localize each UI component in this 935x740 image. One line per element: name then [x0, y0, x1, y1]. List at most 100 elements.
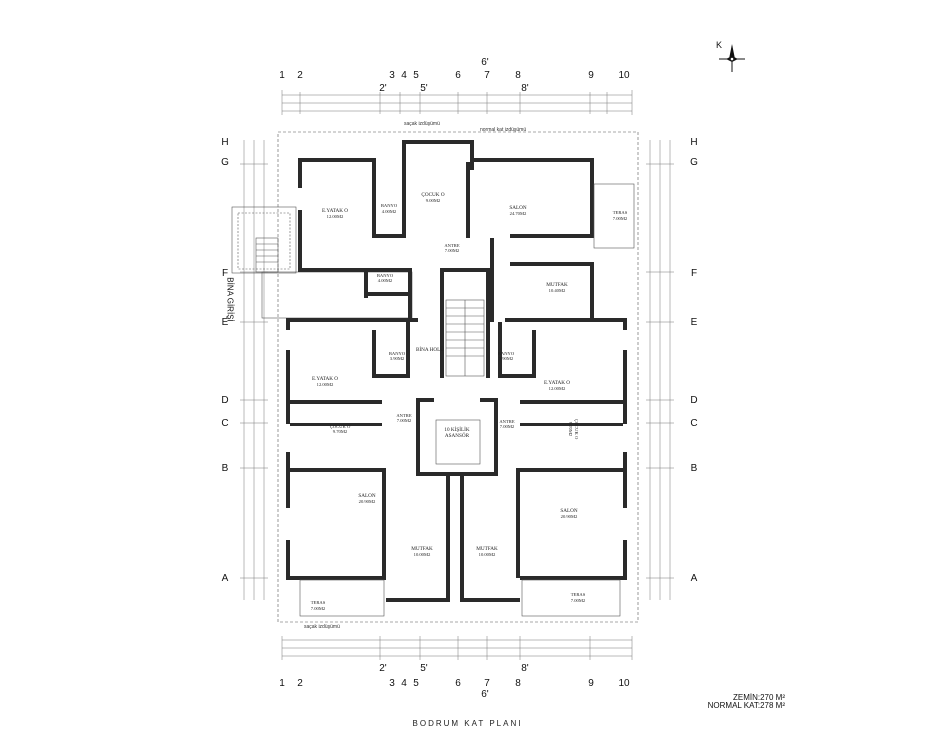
- grid-col-label: 3: [389, 70, 395, 81]
- terrace-top: [593, 183, 635, 249]
- room-area: 20.90M2: [561, 514, 578, 519]
- entrance-canopy: [231, 206, 413, 319]
- grid-rows-left: H G F E D C B A: [221, 137, 229, 584]
- grid-col-label: 6: [455, 70, 461, 81]
- room-area: 20.90M2: [359, 499, 376, 504]
- room-name: TERAS: [613, 210, 628, 215]
- room-name: BİNA HOLÜ: [416, 346, 444, 353]
- room-name: ÇOCUK O: [330, 424, 351, 429]
- room-name: SALON: [509, 205, 527, 211]
- grid-rows-right: H G F E D C B A: [690, 137, 698, 584]
- grid-col-label: 4: [401, 70, 407, 81]
- staircase: [445, 299, 485, 377]
- room-name: 10 KİŞİLİK: [444, 426, 469, 433]
- room-name: BANYO: [377, 273, 394, 278]
- grid-col-label: 6': [481, 689, 489, 700]
- room-area: 7.00M2: [571, 598, 586, 603]
- room-name: ÇOCUK O: [421, 192, 444, 198]
- grid-col-label: 8: [515, 678, 521, 689]
- grid-row-label: C: [690, 418, 697, 429]
- grid-row-label: G: [221, 157, 229, 168]
- grid-col-label: 2': [379, 663, 387, 674]
- grid-row-label: E: [222, 317, 229, 328]
- compass-north-label: K: [716, 40, 722, 50]
- room-area: 9.70M2: [333, 429, 348, 434]
- grid-col-label: 4: [401, 678, 407, 689]
- room-area: 12.00M2: [317, 382, 334, 387]
- plan-title: BODRUM KAT PLANI: [412, 719, 523, 728]
- elevator-shaft: [435, 419, 481, 465]
- grid-row-label: D: [221, 395, 228, 406]
- room-area: 24.70M2: [510, 211, 527, 216]
- grid-col-label: 9: [588, 70, 594, 81]
- room-name: SALON: [560, 508, 578, 514]
- room-name: E.YATAK O: [544, 380, 570, 386]
- grid-col-label: 5': [420, 83, 428, 94]
- room-area: 7.00M2: [500, 424, 515, 429]
- room-name: ASANSÖR: [445, 432, 470, 439]
- grid-col-label: 7: [484, 678, 490, 689]
- grid-col-label: 2: [297, 70, 303, 81]
- grid-row-label: B: [691, 463, 698, 474]
- walls: [286, 140, 627, 602]
- room-name: ANTRE: [444, 243, 460, 248]
- grid-col-label: 10: [618, 70, 630, 81]
- room-area: 7.00M2: [613, 216, 628, 221]
- grid-col-label: 8': [521, 83, 529, 94]
- room-area: 7.00M2: [397, 418, 412, 423]
- grid-col-label: 6': [481, 57, 489, 68]
- area-summary: ZEMİN:270 M² NORMAL KAT:278 M²: [708, 694, 785, 710]
- north-arrow: K: [716, 40, 748, 80]
- room-name: SALON: [358, 493, 376, 499]
- room-name: MUTFAK: [476, 546, 498, 552]
- room-area: 10.00M2: [414, 552, 431, 557]
- room-area: 10.00M2: [479, 552, 496, 557]
- grid-col-label: 5: [413, 70, 419, 81]
- eave-outline: [277, 131, 639, 623]
- grid-col-label: 1: [279, 678, 285, 689]
- room-labels: E.YATAK O 12.00M2 BANYO 4.00M2 ÇOCUK O 9…: [311, 192, 628, 611]
- room-name: BANYO: [381, 203, 398, 208]
- room-area: 12.00M2: [549, 386, 566, 391]
- room-area: 9.00M2: [426, 198, 441, 203]
- room-name: ANTRE: [499, 419, 515, 424]
- normal-floor-note: normal kat izdüşümü: [480, 127, 526, 133]
- grid-col-label: 6: [455, 678, 461, 689]
- grid-row-label: F: [222, 268, 228, 279]
- top-dimension-chain: [281, 90, 633, 115]
- building-entrance-label: BİNA GİRİŞİ: [225, 277, 235, 322]
- room-name: E.YATAK O: [312, 376, 338, 382]
- grid-col-label: 10: [618, 678, 630, 689]
- grid-row-label: H: [221, 137, 228, 148]
- room-name: ÇOCUK O: [574, 419, 579, 440]
- room-area: 4.00M2: [378, 278, 393, 283]
- room-name: TERAS: [311, 600, 326, 605]
- grid-col-label: 5: [413, 678, 419, 689]
- room-name: BANYO: [498, 351, 515, 356]
- bottom-dimension-chain: [281, 636, 633, 660]
- grid-columns-bottom: 2' 5' 8' 1 2 3 4 5 6 7 8 9 10 6': [279, 663, 630, 700]
- left-dimension-chain: [240, 140, 268, 600]
- compass-icon: K: [716, 40, 745, 72]
- grid-col-label: 3: [389, 678, 395, 689]
- grid-row-label: B: [222, 463, 229, 474]
- grid-col-label: 9: [588, 678, 594, 689]
- room-name: TERAS: [571, 592, 586, 597]
- grid-col-label: 8: [515, 70, 521, 81]
- terrace-right: [521, 579, 621, 617]
- room-area: 9.70M2: [568, 422, 573, 437]
- grid-row-label: D: [690, 395, 697, 406]
- room-name: ANTRE: [396, 413, 412, 418]
- normal-floor-area: NORMAL KAT:278 M²: [707, 701, 785, 710]
- room-area: 7.00M2: [445, 248, 460, 253]
- grid-row-label: E: [691, 317, 698, 328]
- room-area: 7.00M2: [311, 606, 326, 611]
- room-name: BANYO: [389, 351, 406, 356]
- room-name: MUTFAK: [411, 546, 433, 552]
- grid-col-label: 5': [420, 663, 428, 674]
- ground-area: ZEMİN:270 M²: [732, 693, 785, 702]
- grid-row-label: F: [691, 268, 697, 279]
- grid-row-label: A: [222, 573, 229, 584]
